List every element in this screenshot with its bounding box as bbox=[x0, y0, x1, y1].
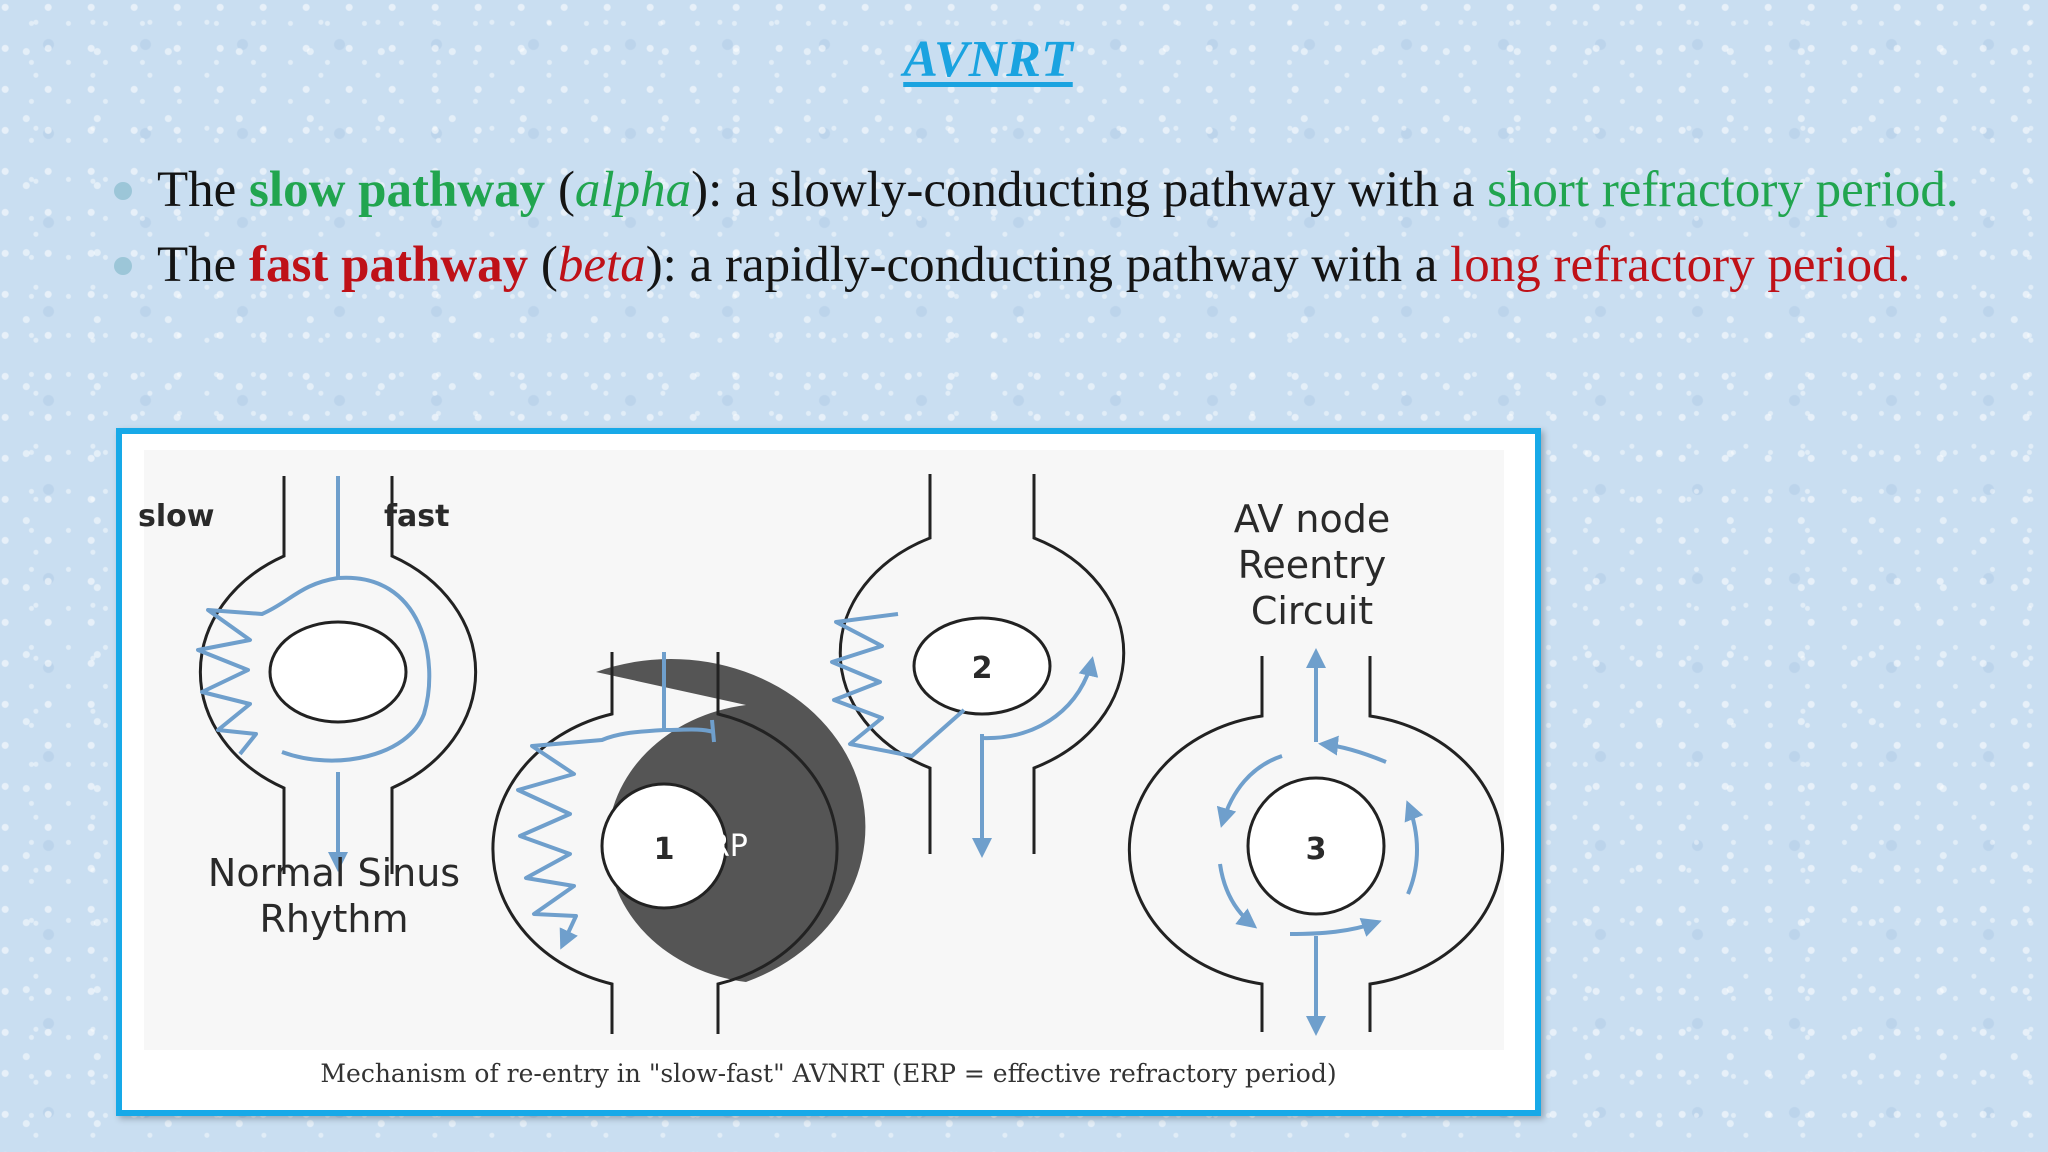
tube-left-wall bbox=[491, 652, 614, 1034]
panel-normal-sinus bbox=[196, 476, 478, 874]
slow-pathway-description: a slowly-conducting pathway with a bbox=[722, 162, 1488, 218]
av-node-core bbox=[600, 782, 728, 910]
tube-left-wall bbox=[1127, 656, 1264, 1032]
slow-pathway-term: slow pathway bbox=[249, 162, 546, 218]
avnrt-diagram-figure: slow fast Normal Sinus Rhythm 1 ERP 2 bbox=[116, 428, 1541, 1116]
slow-pathway-wave bbox=[830, 612, 966, 758]
blocked-fast-pathway bbox=[663, 727, 715, 734]
label-rhythm: Rhythm bbox=[260, 897, 409, 941]
open-paren: ( bbox=[528, 237, 558, 293]
tube-left-wall bbox=[838, 474, 932, 854]
short-refractory-highlight: short refractory period. bbox=[1487, 162, 1959, 218]
label-slow: slow bbox=[138, 499, 214, 534]
label-erp: ERP bbox=[690, 829, 748, 864]
label-normal-sinus: Normal Sinus bbox=[208, 851, 460, 895]
label-reentry: Reentry bbox=[1238, 543, 1387, 587]
open-paren: ( bbox=[545, 162, 575, 218]
tube-right-wall bbox=[1032, 474, 1126, 854]
fast-pathway-description: a rapidly-conducting pathway with a bbox=[676, 237, 1451, 293]
avnrt-diagram: slow fast Normal Sinus Rhythm 1 ERP 2 bbox=[138, 450, 1505, 1050]
figure-caption: Mechanism of re-entry in "slow-fast" AVN… bbox=[320, 1059, 1337, 1088]
circuit-arrow-bottom-left bbox=[1218, 863, 1258, 929]
bullet-dot bbox=[114, 257, 132, 275]
label-circuit: Circuit bbox=[1251, 589, 1373, 633]
tube-right-wall bbox=[716, 652, 839, 1034]
alpha-term: alpha bbox=[574, 162, 692, 218]
fast-pathway-arc bbox=[281, 575, 432, 763]
circuit-arrow-bottom bbox=[1289, 917, 1382, 937]
bullet-dot bbox=[114, 182, 132, 200]
slow-pathway-wave bbox=[516, 728, 665, 950]
bullet-prefix: The bbox=[157, 237, 250, 293]
close-paren: ): bbox=[691, 162, 723, 218]
long-refractory-highlight: long refractory period. bbox=[1450, 237, 1911, 293]
label-fast: fast bbox=[384, 499, 450, 534]
bullet-slow-pathway: The slow pathway (alpha): a slowly-condu… bbox=[110, 160, 1970, 221]
fast-pathway-term: fast pathway bbox=[249, 237, 529, 293]
tube-left-wall bbox=[198, 476, 286, 874]
close-paren: ): bbox=[645, 237, 677, 293]
tube-right-wall bbox=[1368, 656, 1505, 1032]
slide-title: AVNRT bbox=[903, 31, 1073, 88]
label-av-node: AV node bbox=[1234, 497, 1390, 541]
circuit-arrow-right bbox=[1404, 800, 1424, 895]
step-2-number: 2 bbox=[972, 651, 993, 686]
circuit-arrow-top-left bbox=[1216, 754, 1283, 828]
av-node-core bbox=[268, 620, 408, 724]
step-1-number: 1 bbox=[654, 832, 675, 867]
tube-right-wall bbox=[390, 476, 478, 874]
beta-term: beta bbox=[557, 237, 646, 293]
circuit-arrow-top bbox=[1318, 735, 1387, 764]
bullet-fast-pathway: The fast pathway (beta): a rapidly-condu… bbox=[110, 235, 1970, 296]
av-node-core bbox=[912, 616, 1052, 716]
slow-pathway-wave bbox=[196, 576, 339, 756]
bullet-prefix: The bbox=[157, 162, 250, 218]
panel-step-1 bbox=[491, 652, 866, 1034]
block-mark bbox=[710, 719, 716, 743]
av-node-core bbox=[1246, 776, 1386, 916]
bullet-list: The slow pathway (alpha): a slowly-condu… bbox=[110, 160, 1970, 310]
retrograde-fast-arrow bbox=[981, 656, 1099, 741]
panel-step-2 bbox=[830, 474, 1126, 858]
step-3-number: 3 bbox=[1306, 832, 1327, 867]
panel-step-3 bbox=[1127, 648, 1505, 1036]
